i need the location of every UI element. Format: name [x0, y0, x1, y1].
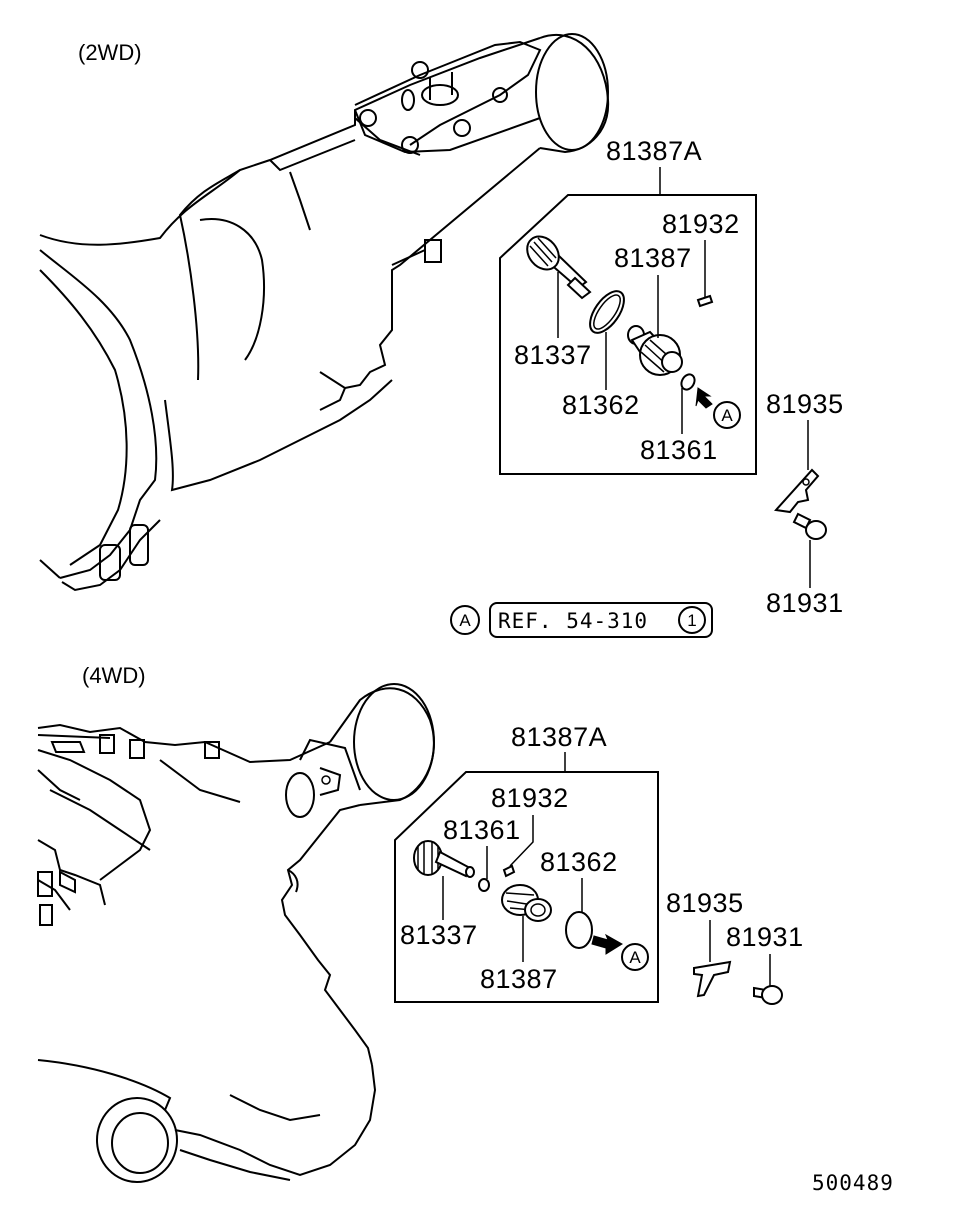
ref-text: REF. 54-310	[498, 609, 648, 633]
callout-a-2wd-letter: A	[721, 406, 733, 425]
assembly-label-2wd: 81387A	[606, 136, 702, 166]
arrow-to-a-2wd	[695, 387, 713, 409]
label-81387-2wd: 81387	[614, 243, 692, 273]
gear-81337-2wd	[526, 235, 592, 300]
callout-a-4wd	[621, 943, 649, 971]
assembly-label-4wd: 81387A	[511, 722, 607, 752]
ref-index-marker	[678, 606, 706, 634]
diagram-code: 500489	[812, 1171, 894, 1195]
label-81361-2wd: 81361	[640, 435, 718, 465]
arrow-to-a-4wd	[591, 933, 623, 955]
label-81362-4wd: 81362	[540, 847, 618, 877]
label-81932-2wd: 81932	[662, 209, 740, 239]
label-81361-4wd: 81361	[443, 815, 521, 845]
label-81932-4wd: 81932	[491, 783, 569, 813]
reference-note: A REF. 54-310 1	[450, 602, 713, 638]
pin-81932-2wd	[696, 294, 714, 308]
pin-81932-4wd	[502, 864, 516, 878]
label-81337-2wd: 81337	[514, 340, 592, 370]
callout-a-2wd	[713, 401, 741, 429]
label-81931-2wd: 81931	[766, 588, 844, 618]
transmission-housing-2wd	[39, 33, 610, 592]
o-ring-81362-4wd	[565, 911, 593, 949]
transfer-case-4wd	[37, 683, 435, 1183]
label-81362-2wd: 81362	[562, 390, 640, 420]
bolt-81931-4wd	[753, 985, 783, 1005]
ref-marker-a	[450, 605, 480, 635]
bracket-81935-4wd	[693, 960, 732, 998]
callout-a-4wd-letter: A	[629, 948, 641, 967]
bracket-81935-2wd	[774, 468, 820, 514]
label-81337-4wd: 81337	[400, 920, 478, 950]
sleeve-81387-2wd	[627, 325, 683, 376]
bolt-81931-2wd	[792, 512, 827, 540]
label-81387-4wd: 81387	[480, 964, 558, 994]
gear-81337-4wd	[413, 840, 475, 878]
section-title-4wd: (4WD)	[82, 663, 146, 688]
o-ring-81362-2wd	[589, 290, 625, 334]
label-81935-2wd: 81935	[766, 389, 844, 419]
label-81935-4wd: 81935	[666, 888, 744, 918]
assembly-frame-4wd	[394, 771, 659, 1003]
o-ring-81361-4wd	[478, 878, 490, 892]
label-81931-4wd: 81931	[726, 922, 804, 952]
ref-marker-letter: A	[459, 611, 471, 630]
ref-box	[489, 602, 713, 638]
ref-index-text: 1	[687, 611, 696, 630]
assembly-frame-2wd	[499, 194, 757, 475]
o-ring-81361-2wd	[680, 373, 696, 391]
section-title-2wd: (2WD)	[78, 40, 142, 65]
sleeve-81387-4wd	[501, 884, 552, 922]
